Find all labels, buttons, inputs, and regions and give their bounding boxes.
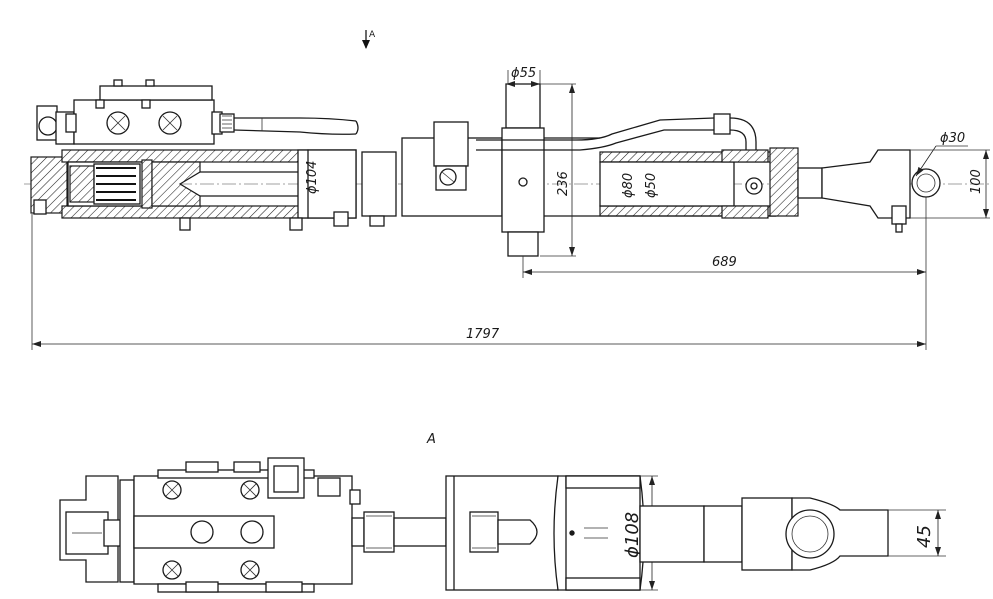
- dim-rod-diameter: ϕ55: [506, 66, 541, 87]
- section-a-label: A: [426, 432, 436, 447]
- valve-block: [65, 79, 235, 145]
- rod-end-eye: [797, 149, 941, 233]
- pressure-pipe: [476, 113, 757, 156]
- piston-diameter-label: ϕ80: [621, 173, 636, 198]
- overall-length-label: 1797: [466, 327, 500, 342]
- trunnion-height-label: 236: [556, 171, 571, 196]
- fork-width-label: 45: [914, 525, 935, 548]
- view-a-arrow: A: [362, 30, 376, 49]
- view-a-clevis: [59, 475, 135, 583]
- view-a-collar: [553, 475, 645, 591]
- dim-fork-width: 45: [888, 509, 946, 557]
- trunnion: [501, 83, 600, 278]
- view-a-rod: [351, 475, 559, 591]
- trunnion-to-eye-label: 689: [712, 255, 737, 270]
- barrel-break-segment: [361, 151, 397, 227]
- dim-trunnion-height: 236: [540, 83, 576, 257]
- collar-diameter-label: ϕ108: [622, 512, 643, 558]
- view-a-valve-body: [133, 457, 361, 593]
- dim-pin-diameter: ϕ30: [915, 131, 968, 177]
- cylinder-barrel: [61, 149, 357, 231]
- dim-trunnion-to-eye: 689: [523, 197, 927, 276]
- rod-diameter-label: ϕ55: [511, 66, 536, 81]
- hydraulic-hose-left: [233, 117, 359, 135]
- dim-eye-height: 100: [910, 149, 990, 219]
- view-a-rod-fork: [639, 497, 889, 571]
- bore-diameter-label: ϕ104: [305, 161, 320, 194]
- eye-height-label: 100: [969, 169, 984, 194]
- rod-inner-diameter-label: ϕ50: [644, 173, 659, 198]
- dim-overall-length: 1797: [31, 214, 927, 350]
- view-a: A: [59, 432, 946, 593]
- rear-clevis: [30, 105, 75, 215]
- pin-diameter-label: ϕ30: [940, 131, 965, 146]
- main-section-view: A: [24, 30, 990, 350]
- front-barrel: [401, 121, 503, 217]
- view-marker-label: A: [369, 30, 376, 40]
